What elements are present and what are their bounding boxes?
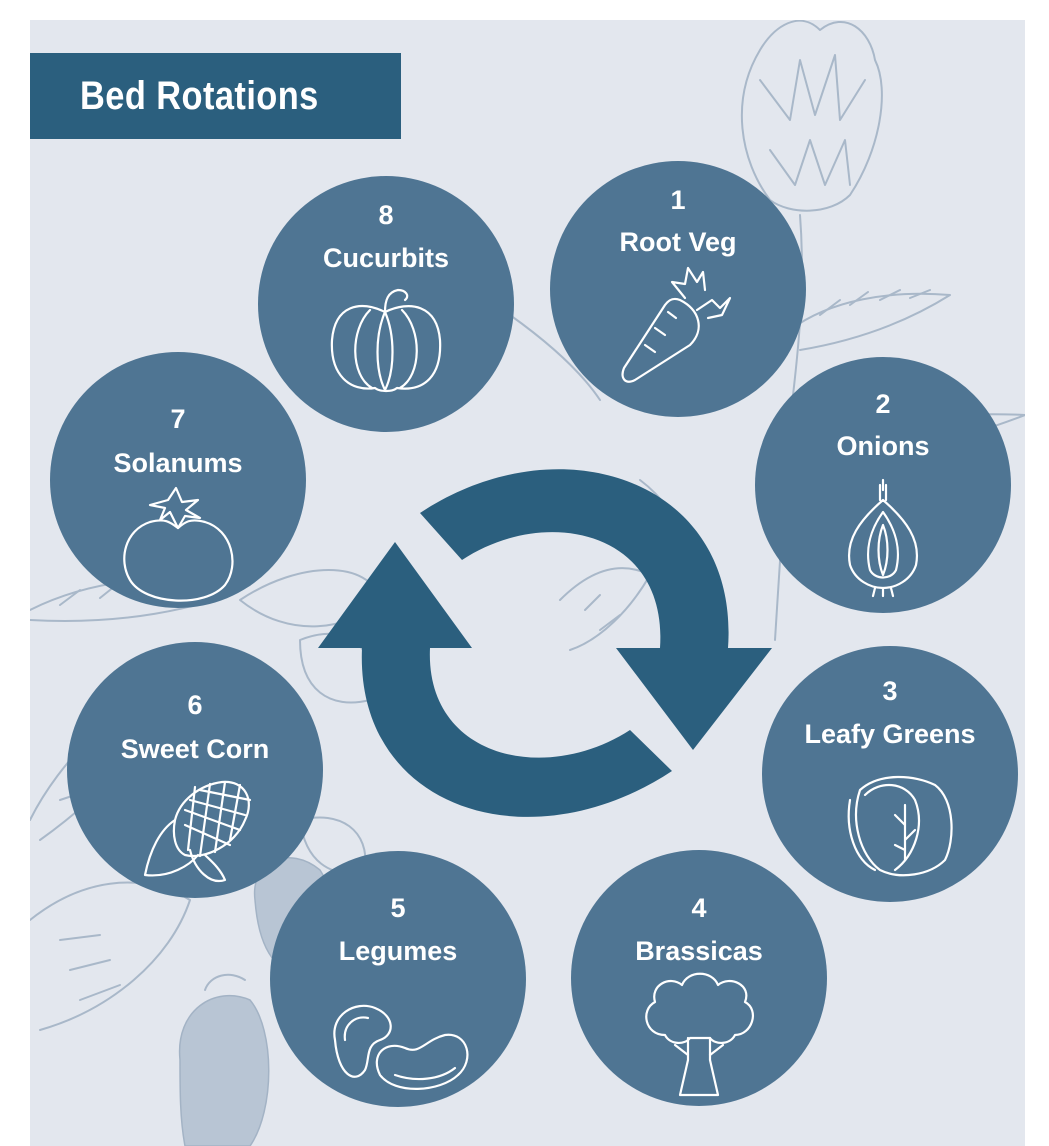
bed-circle-4: 4 Brassicas [571,850,827,1106]
bed-circle-2: 2 Onions [755,357,1011,613]
bed-name: Leafy Greens [804,719,975,749]
bed-number: 2 [875,389,890,419]
cabbage-icon [847,775,953,877]
title-banner: Bed Rotations [30,53,401,139]
bed-number: 6 [187,690,202,720]
bed-number: 3 [882,676,897,706]
bed-name: Legumes [339,936,458,966]
tomato-icon [123,486,234,602]
bed-name: Solanums [113,448,242,478]
bed-name: Root Veg [619,227,736,257]
bed-name: Sweet Corn [121,734,270,764]
bed-circle-3: 3 Leafy Greens [762,646,1018,902]
arrow-bottom-left [318,542,672,817]
arrow-top-right [420,469,772,750]
bed-name: Brassicas [635,936,763,966]
beans-icon [333,1004,469,1090]
corn-icon [143,780,252,883]
bed-name: Onions [837,431,930,461]
bed-circle-5: 5 Legumes [270,851,526,1107]
bed-number: 8 [378,200,393,230]
bed-circle-7: 7 Solanums [50,352,306,608]
bed-name: Cucurbits [323,243,449,273]
bed-circle-8: 8 Cucurbits [258,176,514,432]
pumpkin-icon [330,288,442,393]
bed-circle-1: 1 Root Veg [550,161,806,417]
bed-number: 5 [390,893,405,923]
carrot-icon [621,266,732,383]
rotation-arrows [318,469,772,817]
onion-icon [847,478,919,598]
bed-circle-6: 6 Sweet Corn [67,642,323,898]
broccoli-icon [645,972,754,1097]
bed-number: 7 [170,404,185,434]
bed-number: 4 [691,893,706,923]
page-title: Bed Rotations [80,73,319,118]
bed-number: 1 [670,185,685,215]
